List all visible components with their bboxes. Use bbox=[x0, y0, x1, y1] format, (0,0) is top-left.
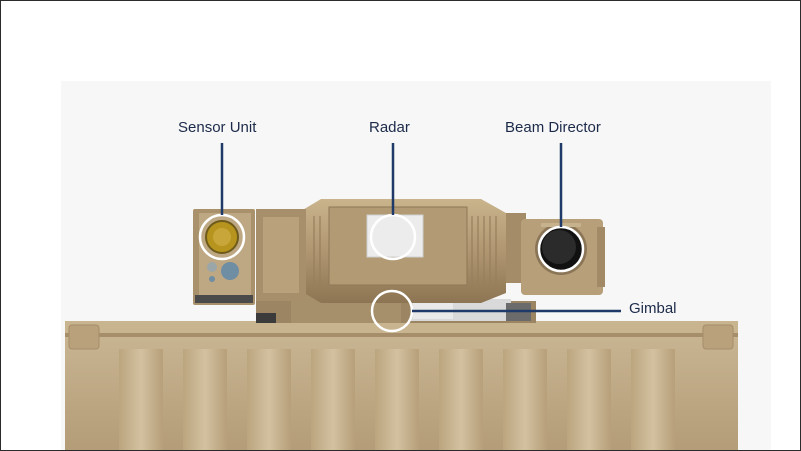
container bbox=[65, 321, 738, 450]
radar-label: Radar bbox=[369, 119, 410, 136]
container-ribs bbox=[119, 349, 675, 450]
turret-body bbox=[293, 199, 506, 303]
sensor-unit-label: Sensor Unit bbox=[178, 119, 257, 136]
sensor-unit-body bbox=[193, 209, 306, 305]
gimbal-label: Gimbal bbox=[629, 300, 677, 317]
beam-director-label: Beam Director bbox=[505, 119, 601, 136]
beam-director-body bbox=[506, 213, 605, 295]
leader-lines bbox=[220, 143, 621, 313]
